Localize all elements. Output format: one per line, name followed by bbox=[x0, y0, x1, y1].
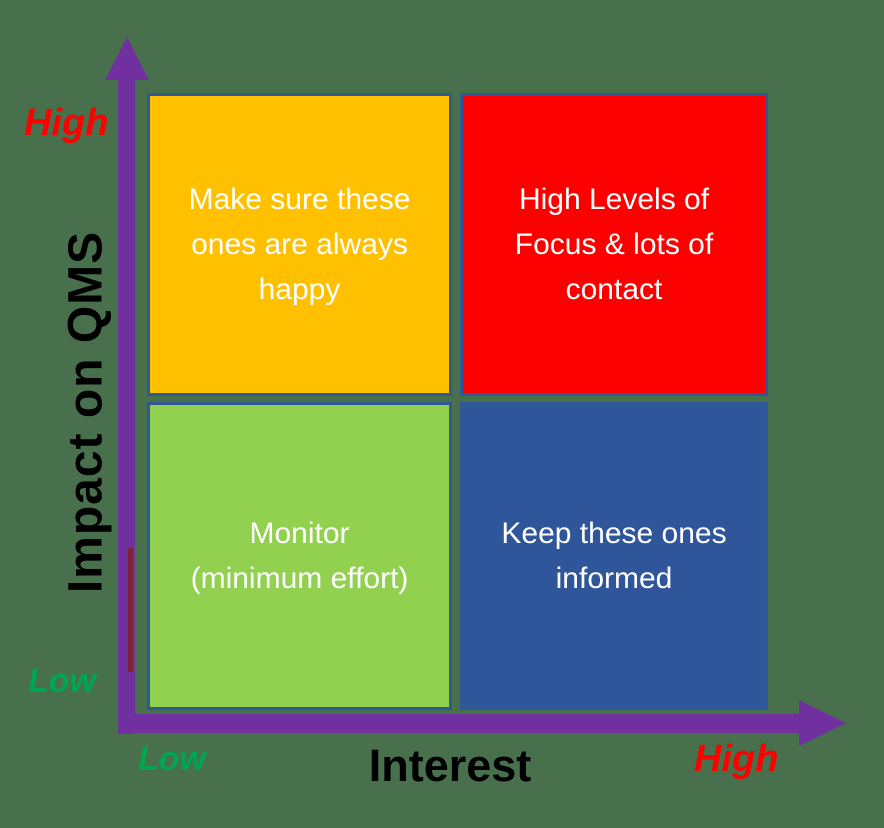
quadrant-top-right-text: High Levels of Focus & lots of contact bbox=[514, 183, 714, 306]
axis-red-mark bbox=[128, 548, 133, 672]
quadrant-top-right: High Levels of Focus & lots of contact bbox=[460, 93, 768, 396]
x-axis-high-label: High bbox=[694, 738, 779, 780]
y-axis-high-label: High bbox=[24, 102, 109, 144]
quadrant-top-left-text: Make sure these ones are always happy bbox=[188, 183, 411, 306]
y-axis-low-label: Low bbox=[28, 662, 96, 700]
arrow-right-icon bbox=[799, 700, 846, 746]
quadrant-bottom-left: Monitor (minimum effort) bbox=[147, 402, 452, 710]
arrow-up-icon bbox=[105, 37, 149, 80]
x-axis-title: Interest bbox=[368, 740, 532, 791]
y-axis-title: Impact on QMS bbox=[59, 230, 113, 594]
quadrant-bottom-left-text: Monitor (minimum effort) bbox=[190, 517, 409, 595]
quadrant-bottom-right: Keep these ones informed bbox=[460, 402, 768, 710]
quadrant-top-left: Make sure these ones are always happy bbox=[147, 93, 452, 396]
quadrant-bottom-right-text: Keep these ones informed bbox=[501, 517, 727, 595]
x-axis-line bbox=[118, 714, 800, 733]
x-axis-low-label: Low bbox=[138, 740, 206, 778]
